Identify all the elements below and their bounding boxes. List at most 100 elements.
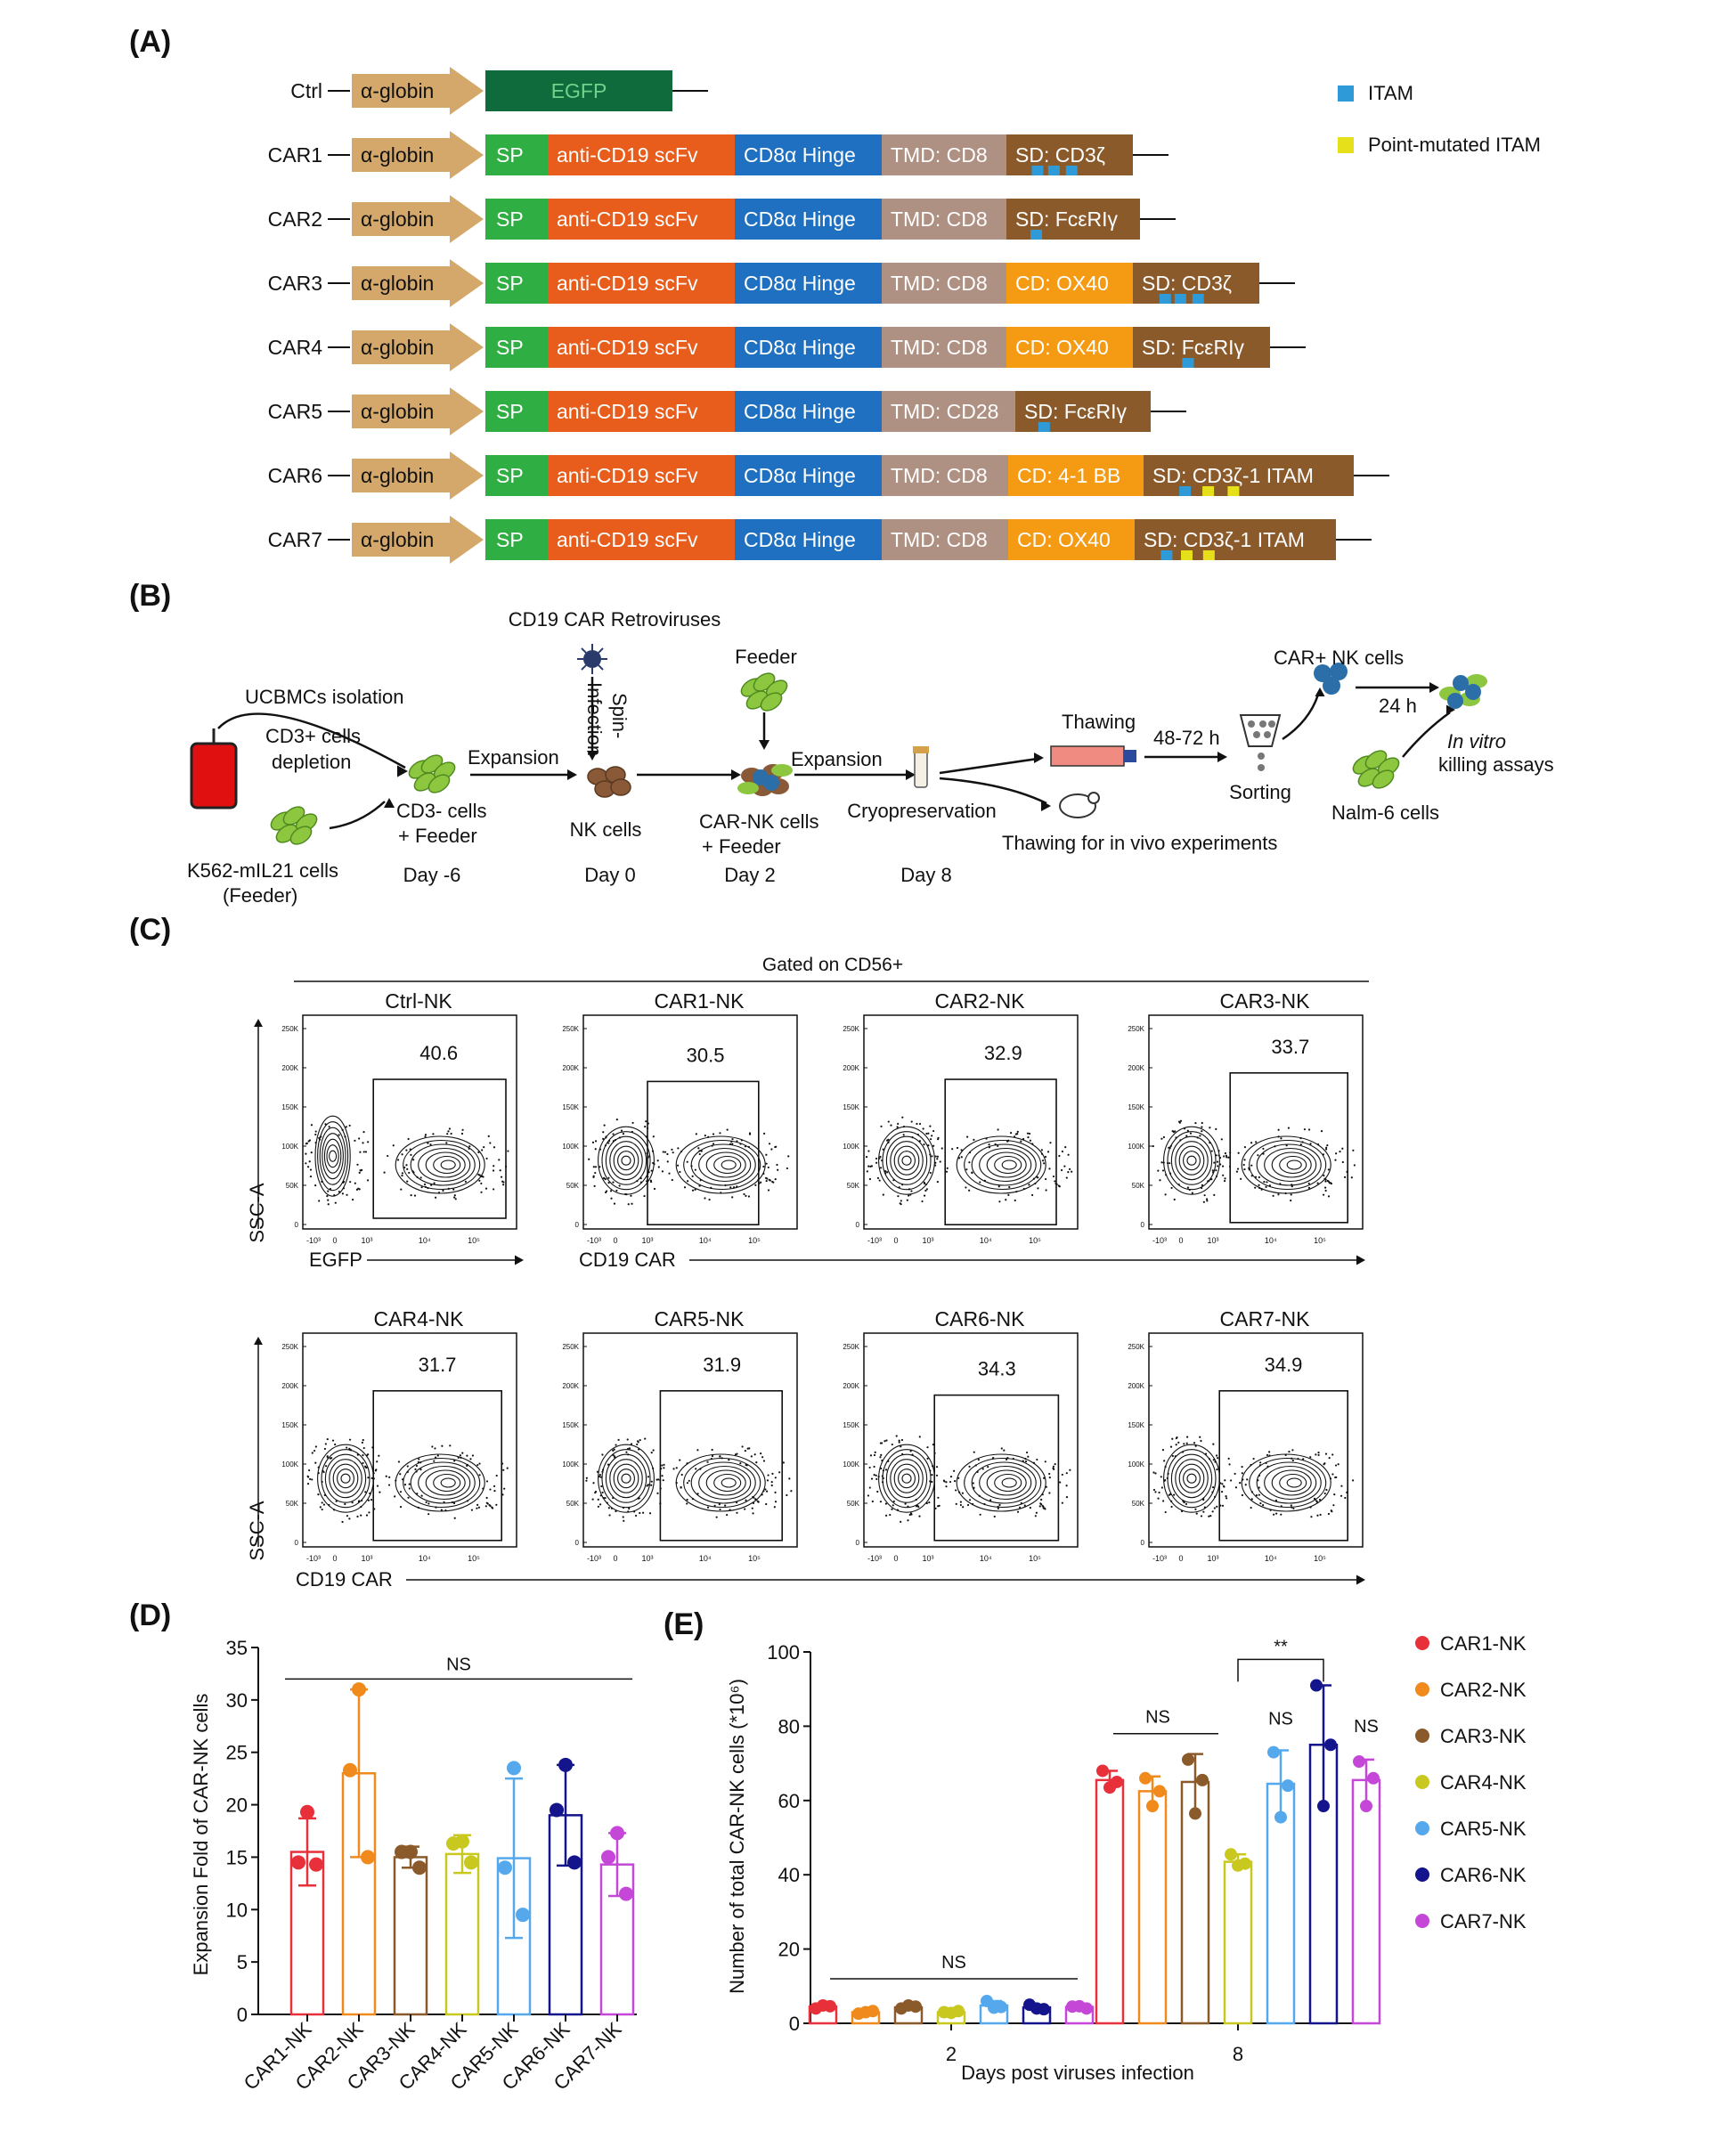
event-dot (331, 1439, 335, 1442)
panel-label-c: (C) (129, 913, 171, 947)
event-dot (355, 1188, 359, 1191)
event-dot (1246, 1478, 1249, 1481)
event-dot (884, 1502, 888, 1505)
event-dot (1301, 1141, 1304, 1143)
event-dot (633, 1510, 636, 1513)
event-dot (478, 1462, 481, 1465)
event-dot (668, 1172, 671, 1175)
event-dot (356, 1453, 359, 1456)
event-dot (1037, 1187, 1039, 1190)
domain-label: anti-CD19 scFv (557, 272, 698, 295)
data-point (309, 1857, 323, 1872)
event-dot (478, 1179, 481, 1182)
event-dot (460, 1456, 462, 1460)
domain-segment (882, 134, 1006, 175)
domain-label: anti-CD19 scFv (557, 464, 698, 487)
y-tick-label: 50K (847, 1500, 860, 1508)
event-dot (1157, 1497, 1160, 1500)
event-dot (965, 1168, 968, 1171)
event-dot (622, 1516, 624, 1518)
x-axis-label: Days post viruses infection (961, 2062, 1194, 2084)
legend-label: ITAM (1368, 82, 1413, 104)
event-dot (309, 1175, 313, 1178)
event-dot (318, 1138, 322, 1141)
event-dot (311, 1478, 314, 1481)
event-dot (1307, 1186, 1311, 1189)
event-dot (753, 1453, 756, 1456)
event-dot (365, 1466, 368, 1469)
event-dot (886, 1171, 889, 1174)
event-dot (770, 1481, 773, 1484)
event-dot (613, 1448, 615, 1451)
event-dot (927, 1144, 930, 1147)
event-dot (744, 1508, 746, 1510)
event-dot (935, 1474, 939, 1477)
event-dot (1162, 1135, 1166, 1139)
nalm6-cells (1352, 750, 1400, 789)
event-dot (887, 1460, 890, 1462)
event-dot (1008, 1185, 1011, 1189)
event-dot (724, 1504, 727, 1507)
event-dot (671, 1148, 673, 1151)
event-dot (1211, 1510, 1214, 1513)
data-point (446, 1836, 460, 1851)
gate-percentage: 34.3 (978, 1358, 1016, 1380)
event-dot (607, 1463, 610, 1466)
event-dot (1320, 1130, 1323, 1133)
event-dot (1171, 1454, 1174, 1458)
event-dot (918, 1122, 922, 1126)
event-dot (1174, 1455, 1177, 1458)
event-dot (601, 1453, 604, 1456)
event-dot (362, 1438, 364, 1442)
y-tick-label: 10 (226, 1899, 248, 1921)
cd3-depletion-label: CD3+ cells (265, 725, 361, 747)
event-dot (662, 1479, 664, 1482)
gate-percentage: 31.9 (703, 1354, 741, 1376)
domain-label: SD: FcεRIγ (1015, 207, 1119, 231)
event-dot (965, 1186, 967, 1189)
contour-ring (705, 1469, 746, 1496)
bar-group-car1-nk-day2 (808, 1998, 838, 2025)
event-dot (1016, 1510, 1020, 1513)
event-dot (407, 1137, 410, 1141)
contour-ring (319, 1127, 346, 1185)
event-dot (754, 1499, 758, 1501)
event-dot (1199, 1436, 1201, 1438)
event-dot (493, 1146, 496, 1149)
event-dot (314, 1130, 317, 1133)
event-dot (698, 1152, 701, 1156)
event-dot (1022, 1460, 1024, 1462)
event-dot (636, 1180, 639, 1183)
event-dot (1064, 1145, 1067, 1149)
event-dot (1042, 1505, 1045, 1508)
event-dot (364, 1491, 367, 1493)
event-dot (762, 1165, 765, 1168)
event-dot (979, 1181, 981, 1184)
event-dot (704, 1197, 706, 1200)
event-dot (710, 1458, 712, 1460)
event-dot (1039, 1503, 1043, 1506)
bar-group-car6-nk-day2 (1022, 1998, 1052, 2025)
domain-segment (1008, 455, 1144, 496)
event-dot (324, 1465, 328, 1468)
y-tick-label: 100K (562, 1460, 579, 1469)
event-dot (694, 1168, 696, 1171)
event-dot (401, 1172, 403, 1175)
event-dot (761, 1456, 764, 1459)
event-dot (305, 1143, 307, 1145)
event-dot (1344, 1496, 1347, 1500)
y-tick-label: 150K (843, 1103, 859, 1111)
event-dot (344, 1135, 346, 1138)
event-dot (1036, 1458, 1038, 1461)
event-dot (367, 1499, 370, 1501)
event-dot (1257, 1154, 1259, 1157)
event-dot (650, 1452, 653, 1454)
spin-label: Spin- (608, 693, 631, 738)
x-tick-label: 10⁵ (1029, 1554, 1041, 1563)
event-dot (1250, 1498, 1253, 1501)
event-dot (464, 1180, 468, 1184)
domain-label: anti-CD19 scFv (557, 400, 698, 423)
time-label: 48-72 h (1153, 727, 1220, 749)
event-dot (891, 1443, 893, 1446)
